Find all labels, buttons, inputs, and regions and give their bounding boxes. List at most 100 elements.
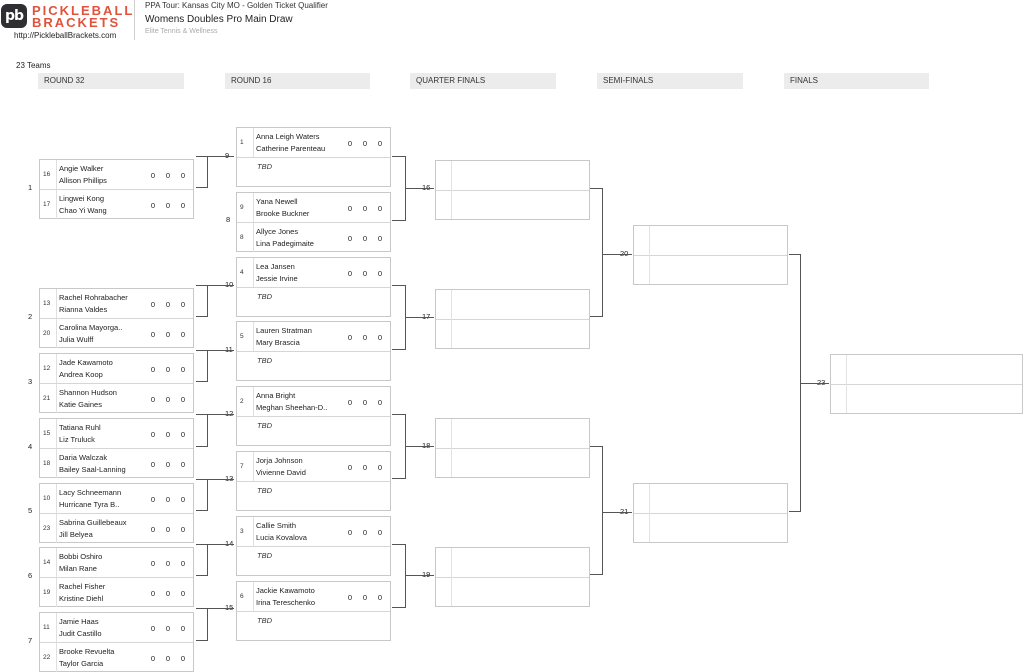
player-name[interactable]: Lauren Stratman xyxy=(256,326,312,335)
match-box-empty[interactable] xyxy=(435,160,590,220)
player-name[interactable]: Allyce Jones xyxy=(256,227,299,236)
team-row[interactable]: TBD xyxy=(237,417,390,446)
player-name[interactable]: Jorja Johnson xyxy=(256,456,303,465)
player-name[interactable]: Judit Castillo xyxy=(59,629,102,638)
match-box-final[interactable] xyxy=(830,354,1023,414)
player-name[interactable]: Jackie Kawamoto xyxy=(256,586,315,595)
player-name[interactable]: Bobbi Oshiro xyxy=(59,552,103,561)
player-name[interactable]: Catherine Parenteau xyxy=(256,144,326,153)
team-row[interactable]: TBD xyxy=(237,547,390,576)
player-name[interactable]: Chao Yi Wang xyxy=(59,206,107,215)
player-name[interactable]: Rachel Rohrabacher xyxy=(59,293,128,302)
player-name[interactable]: Sabrina Guillebeaux xyxy=(59,518,127,527)
player-name[interactable]: Liz Truluck xyxy=(59,435,95,444)
player-name[interactable]: Meghan Sheehan-D.. xyxy=(256,403,328,412)
player-name[interactable]: Shannon Hudson xyxy=(59,388,117,397)
team-row[interactable]: TBD xyxy=(237,612,390,641)
player-name[interactable]: Angie Walker xyxy=(59,164,104,173)
player-name[interactable]: Yana Newell xyxy=(256,197,298,206)
player-name[interactable]: Jessie Irvine xyxy=(256,274,298,283)
player-name[interactable]: Daria Walczak xyxy=(59,453,108,462)
player-name[interactable]: Taylor Garcia xyxy=(59,659,104,668)
player-name[interactable]: Bailey Saal-Lanning xyxy=(59,465,126,474)
team-row[interactable]: TBD xyxy=(237,288,390,317)
player-name[interactable]: Allison Phillips xyxy=(59,176,107,185)
player-name[interactable]: Jade Kawamoto xyxy=(59,358,113,367)
match-box-empty[interactable] xyxy=(435,547,590,607)
player-name[interactable]: Brooke Revuelta xyxy=(59,647,115,656)
player-name[interactable]: Milan Rane xyxy=(59,564,97,573)
player-name[interactable]: Jill Belyea xyxy=(59,530,93,539)
player-name[interactable]: Irina Tereschenko xyxy=(256,598,316,607)
team-row[interactable]: TBD xyxy=(237,482,390,511)
player-name[interactable]: Lacy Schneemann xyxy=(59,488,122,497)
player-name[interactable]: Katie Gaines xyxy=(59,400,102,409)
player-name[interactable]: Jamie Haas xyxy=(59,617,99,626)
match-box-empty[interactable] xyxy=(633,225,788,285)
team-row[interactable]: TBD xyxy=(237,158,390,187)
player-name[interactable]: Lea Jansen xyxy=(256,262,295,271)
player-name[interactable]: Hurricane Tyra B.. xyxy=(59,500,120,509)
player-name[interactable]: Tatiana Ruhl xyxy=(59,423,101,432)
player-name[interactable]: Julia Wulff xyxy=(59,335,94,344)
team-row[interactable]: TBD xyxy=(237,352,390,381)
player-name[interactable]: Rianna Valdes xyxy=(59,305,108,314)
site-url-link[interactable]: http://PickleballBrackets.com xyxy=(14,31,117,40)
match-box-empty[interactable] xyxy=(435,418,590,478)
player-name[interactable]: Anna Bright xyxy=(256,391,296,400)
player-name[interactable]: Callie Smith xyxy=(256,521,297,530)
player-name[interactable]: Kristine Diehl xyxy=(59,594,104,603)
match-box-empty[interactable] xyxy=(633,483,788,543)
player-name[interactable]: Lucia Kovalova xyxy=(256,533,307,542)
player-name[interactable]: Carolina Mayorga.. xyxy=(59,323,123,332)
player-name[interactable]: Lingwei Kong xyxy=(59,194,105,203)
player-name[interactable]: Mary Brascia xyxy=(256,338,300,347)
player-name[interactable]: Vivienne David xyxy=(256,468,306,477)
brand-logo[interactable]: pb xyxy=(1,4,27,28)
player-name[interactable]: Rachel Fisher xyxy=(59,582,106,591)
player-name[interactable]: Lina Padegimaite xyxy=(256,239,314,248)
player-name[interactable]: Andrea Koop xyxy=(59,370,103,379)
match-box-empty[interactable] xyxy=(435,289,590,349)
player-name[interactable]: Brooke Buckner xyxy=(256,209,310,218)
player-name[interactable]: Anna Leigh Waters xyxy=(256,132,320,141)
